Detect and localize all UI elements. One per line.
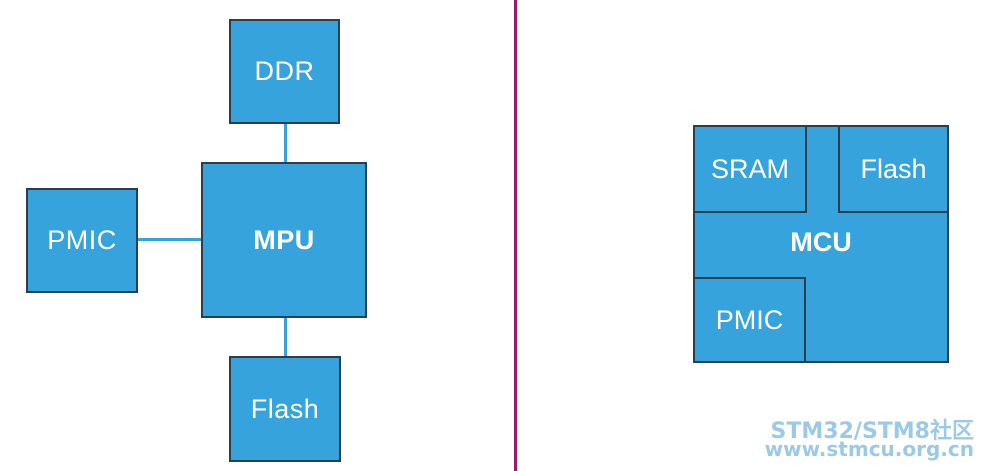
watermark-url: www.stmcu.org.cn <box>764 437 974 461</box>
watermark-title: STM32/STM8社区 <box>770 419 974 444</box>
pmic-block: PMIC <box>26 188 138 293</box>
mpu-block: MPU <box>201 162 367 318</box>
mcu-pmic-block: PMIC <box>695 277 806 361</box>
ddr-block: DDR <box>229 19 340 124</box>
pmic-mpu-connector <box>138 238 202 241</box>
mcu-pmic-label: PMIC <box>715 304 784 335</box>
section-divider <box>514 0 517 471</box>
mpu-label: MPU <box>253 224 315 255</box>
flash-label: Flash <box>250 393 320 424</box>
flash-block: Flash <box>229 356 341 462</box>
mcu-label: MCU <box>790 227 852 257</box>
mcu-block: SRAM Flash MCU PMIC <box>693 125 949 363</box>
ddr-label: DDR <box>254 56 315 86</box>
sram-label: SRAM <box>710 153 789 184</box>
ddr-mpu-connector <box>284 124 287 164</box>
mcu-flash-block: Flash <box>838 127 947 213</box>
sram-block: SRAM <box>695 127 807 213</box>
pmic-label: PMIC <box>47 225 117 255</box>
mpu-flash-connector <box>284 318 287 358</box>
mcu-flash-label: Flash <box>860 153 927 184</box>
